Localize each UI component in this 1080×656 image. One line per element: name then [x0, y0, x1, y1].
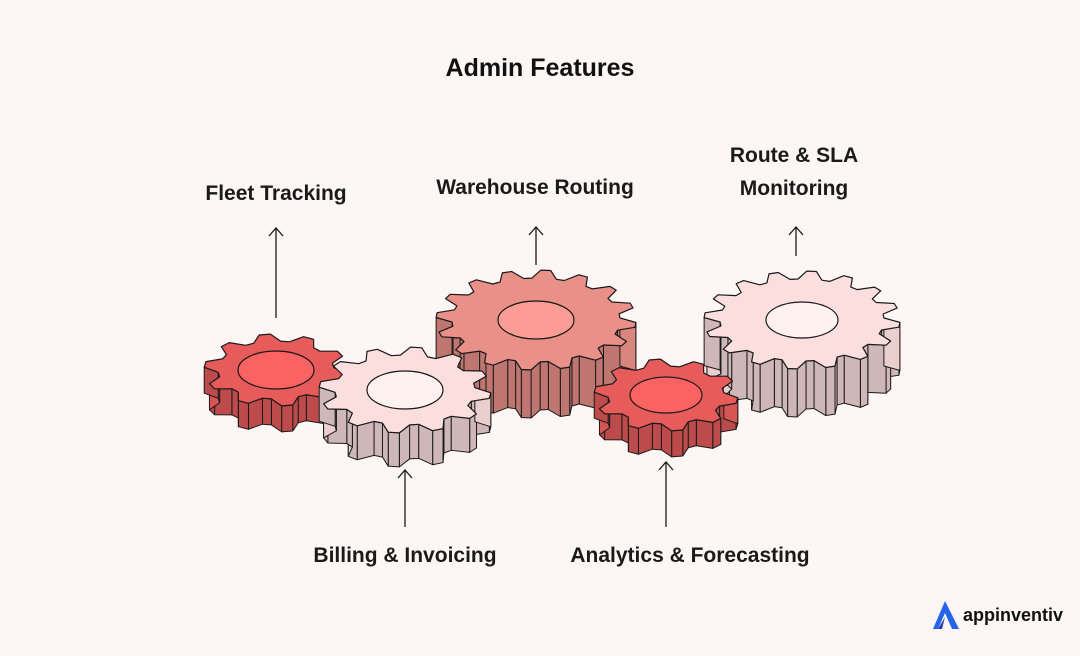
arrow-route-sla: [788, 226, 804, 256]
label-route-sla-monitoring: Route & SLA Monitoring: [694, 139, 894, 205]
arrow-analytics-forecasting: [658, 461, 674, 527]
label-billing-invoicing: Billing & Invoicing: [313, 544, 497, 567]
arrow-warehouse-routing: [528, 226, 544, 265]
gear-warehouse-routing: [435, 269, 637, 419]
arrow-billing-invoicing: [397, 469, 413, 527]
diagram-title: Admin Features: [445, 54, 635, 82]
brand: appinventiv: [932, 600, 1063, 630]
arrow-fleet-tracking: [268, 227, 284, 318]
label-fleet-tracking: Fleet Tracking: [205, 182, 347, 205]
gear-billing-invoicing: [318, 346, 492, 468]
gear-fleet-tracking: [203, 333, 349, 433]
appinventiv-logo-icon: [933, 601, 959, 629]
brand-name: appinventiv: [963, 604, 1064, 625]
label-analytics-forecasting: Analytics & Forecasting: [570, 544, 810, 567]
gear-analytics-forecasting: [593, 358, 739, 458]
label-route-line2: Monitoring: [739, 177, 849, 200]
label-route-line1: Route & SLA: [729, 144, 859, 167]
gear-route-sla: [703, 270, 901, 418]
label-warehouse-routing: Warehouse Routing: [436, 176, 634, 199]
